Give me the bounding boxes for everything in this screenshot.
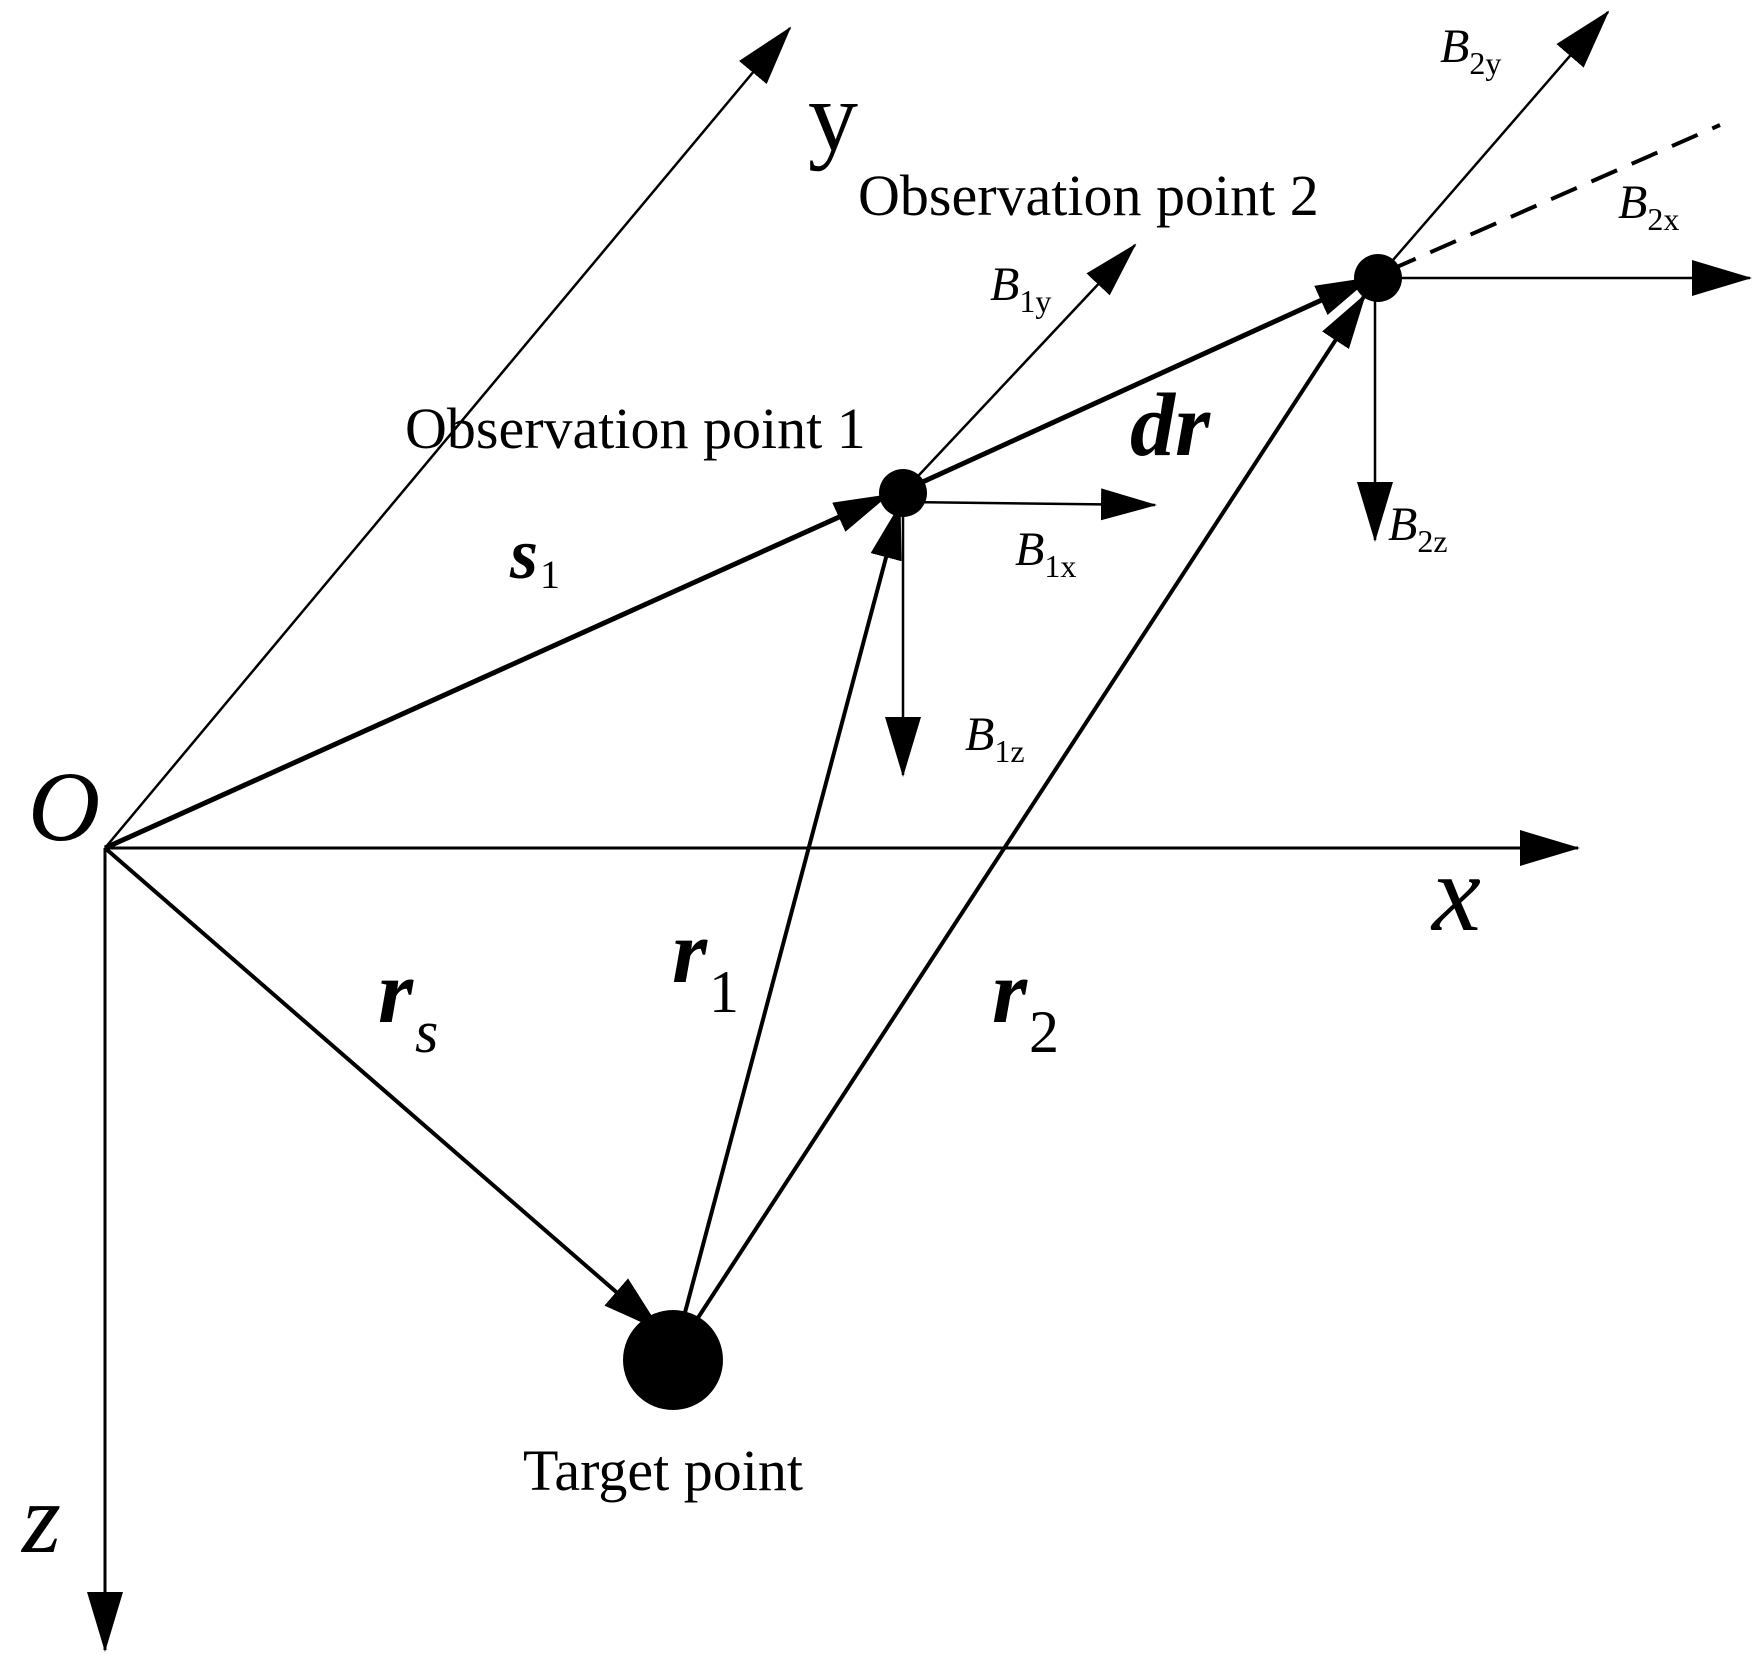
b2y-label: B2y <box>1440 20 1501 81</box>
observation-point-2-label: Observation point 2 <box>858 163 1319 228</box>
coordinate-axes <box>87 26 1580 1652</box>
b1z-label: B1z <box>965 708 1025 769</box>
dr-vector <box>903 275 1372 493</box>
dr-label: dr <box>1130 376 1211 475</box>
s1-vector <box>103 492 890 851</box>
y-axis <box>104 26 792 849</box>
rs-vector <box>103 846 662 1332</box>
y-axis-label: y <box>808 61 858 172</box>
observation-point-1-marker <box>879 469 927 517</box>
b1y-label: B1y <box>990 258 1051 319</box>
rs-label: rs <box>378 943 438 1065</box>
s1-label: s1 <box>509 514 560 597</box>
target-point-label: Target point <box>523 1438 803 1503</box>
x-axis-label: x <box>1430 832 1481 954</box>
r2-label: r2 <box>992 943 1059 1065</box>
r1-label: r1 <box>672 903 739 1025</box>
dr-extension-dashed <box>1389 123 1721 272</box>
vectors <box>103 275 1372 1332</box>
r1-vector <box>681 503 902 1321</box>
b2x-label: B2x <box>1618 176 1679 237</box>
z-axis-label: z <box>20 1463 61 1574</box>
target-point-marker <box>623 1310 723 1410</box>
b2z-label: B2z <box>1388 498 1448 559</box>
observation-point-1-label: Observation point 1 <box>405 396 866 461</box>
observation-point-2-marker <box>1354 254 1402 302</box>
origin-label: O <box>28 751 100 862</box>
b1x-arrow <box>904 488 1157 521</box>
b1y-arrow <box>904 243 1137 491</box>
r2-vector <box>688 293 1367 1332</box>
b2y-arrow <box>1379 10 1610 276</box>
observation-point-2-components <box>1357 10 1752 542</box>
b1x-label: B1x <box>1015 523 1076 584</box>
observation-point-1-components <box>885 243 1157 777</box>
